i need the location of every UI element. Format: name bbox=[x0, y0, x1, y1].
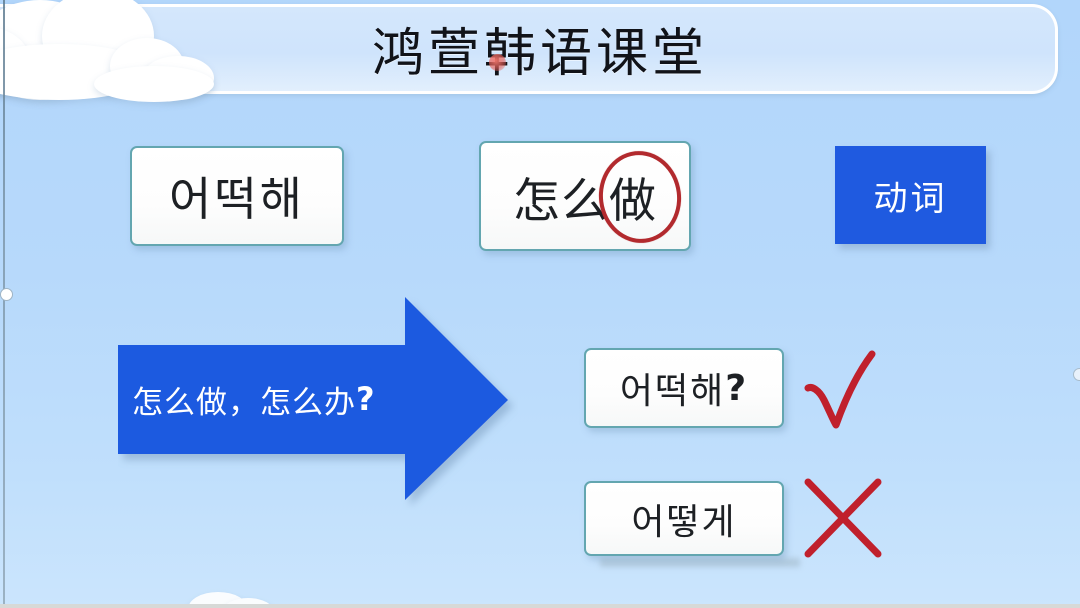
background-artifact bbox=[600, 558, 800, 567]
part-of-speech-label: 动词 bbox=[873, 178, 948, 219]
right-edge-handle[interactable] bbox=[1073, 368, 1080, 381]
part-of-speech-badge[interactable]: 动词 bbox=[835, 146, 986, 244]
answer-text: 어떻게 bbox=[631, 501, 737, 543]
page-title: 鸿萱韩语课堂 bbox=[371, 23, 708, 84]
slide-bottom-border bbox=[0, 604, 1080, 608]
left-edge-handle[interactable] bbox=[0, 288, 13, 301]
cross-icon bbox=[798, 474, 888, 562]
word-box-korean-main[interactable]: 어떡해 bbox=[130, 146, 344, 246]
arrow-shape bbox=[118, 297, 508, 500]
answer-box-incorrect[interactable]: 어떻게 bbox=[584, 481, 784, 556]
word-box-chinese-main[interactable]: 怎么做 bbox=[479, 141, 691, 251]
answer-question-mark: ? bbox=[725, 367, 749, 409]
word-text: 怎么做 bbox=[513, 173, 657, 229]
blue-right-arrow: 怎么做，怎么办? bbox=[118, 288, 518, 510]
word-text: 어떡해 bbox=[169, 172, 305, 226]
check-icon bbox=[802, 342, 888, 434]
slide-left-border bbox=[3, 0, 5, 608]
answer-text: 어떡해 bbox=[619, 371, 726, 412]
red-pointer-dot bbox=[489, 54, 506, 71]
answer-box-correct[interactable]: 어떡해? bbox=[584, 348, 784, 428]
